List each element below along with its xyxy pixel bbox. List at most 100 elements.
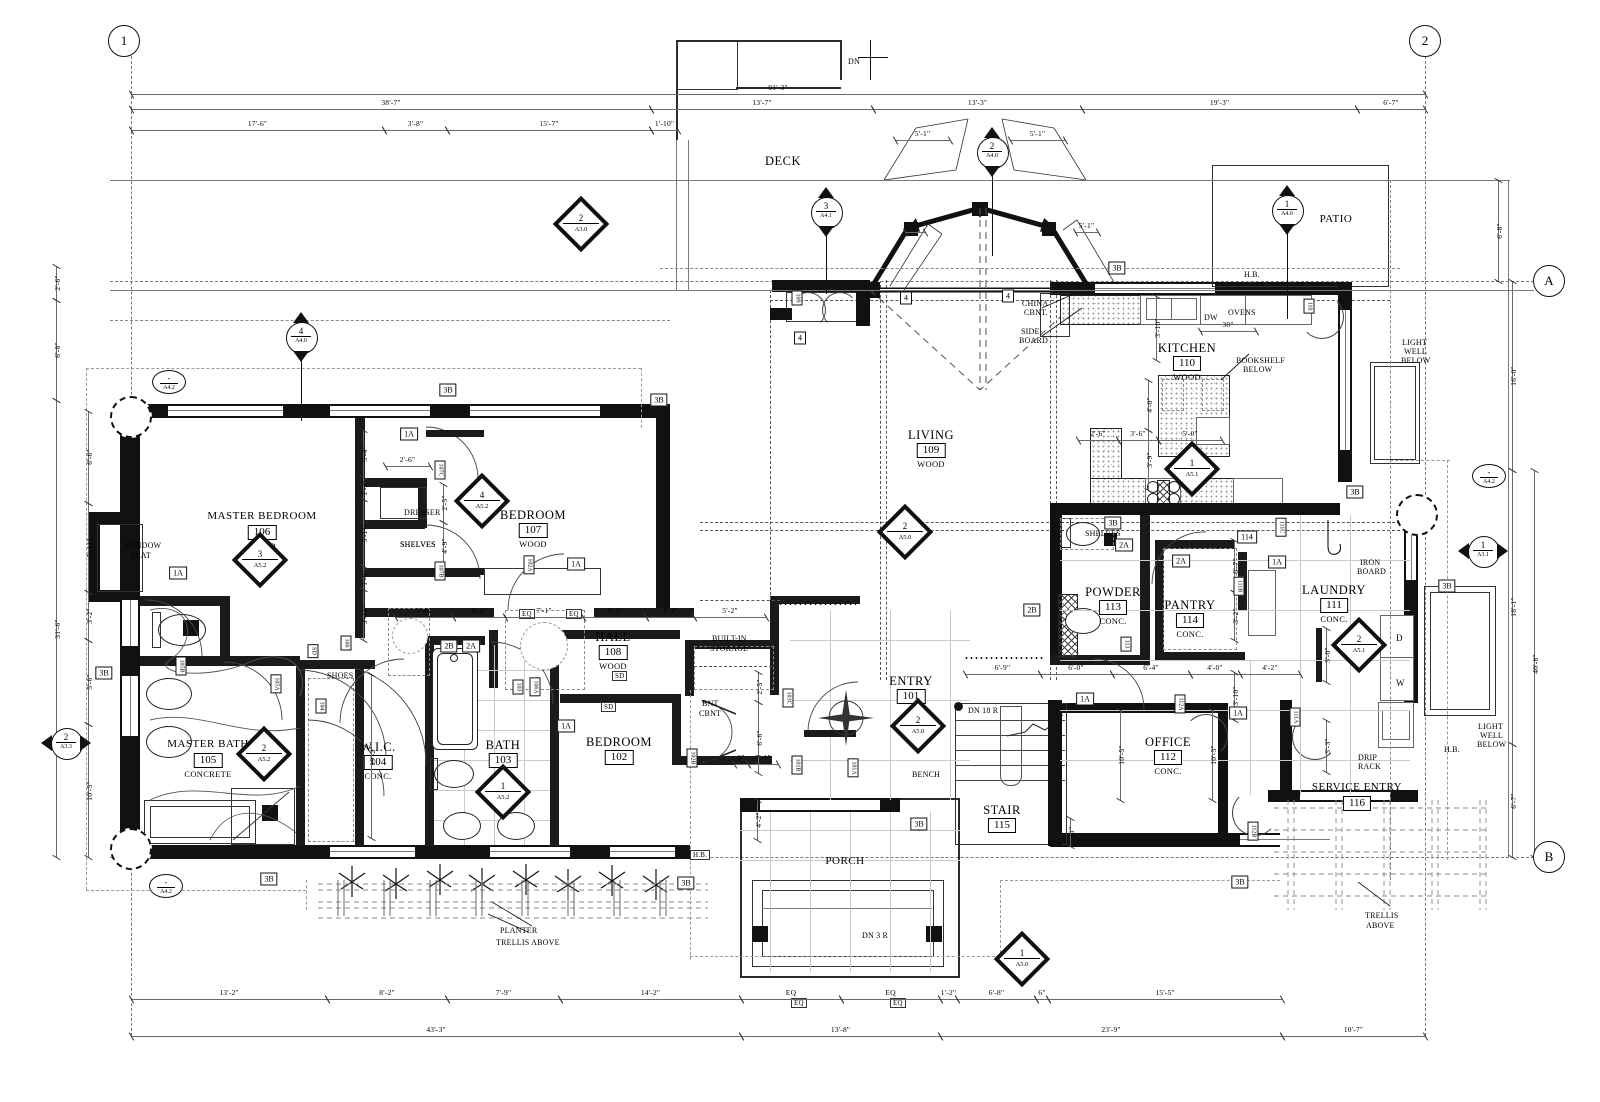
detail-bubble-a4-2-2[interactable]: -A4.2	[149, 874, 183, 898]
dimension-text-13-8-bot_row2-1: 13'-8"	[830, 1025, 851, 1034]
window-tag-3b-3[interactable]: 3B	[1346, 485, 1364, 499]
detail-bubble-a4-2-1[interactable]: -A4.2	[1472, 464, 1506, 488]
cabinet	[1248, 570, 1276, 636]
door-tag-101b-10[interactable]: 101B	[791, 755, 803, 775]
window-tag-3b-1[interactable]: 3B	[650, 393, 668, 407]
door-tag-111b-15[interactable]: 111B	[1233, 576, 1245, 596]
door-tag-105b-0[interactable]: 105B	[175, 656, 187, 676]
window-tag-1a-16[interactable]: 1A	[1229, 706, 1247, 720]
window-tag-2b-20[interactable]: 2B	[1023, 603, 1041, 617]
entry-door-panel	[804, 730, 856, 737]
window-tag-4-23[interactable]: 4	[900, 291, 912, 305]
note-eq-3: EQ	[566, 609, 582, 619]
wall-wic-w	[296, 666, 305, 846]
window-tag-2b-18[interactable]: 2B	[440, 639, 458, 653]
dimension-line	[1326, 628, 1327, 682]
wall-office-s	[1050, 833, 1280, 847]
door-tag-102a-8[interactable]: 102A	[523, 555, 535, 575]
dimension-line	[385, 466, 430, 467]
door-tag-111a-17[interactable]: 111A	[1289, 707, 1301, 727]
window-tag-3b-26[interactable]: 3B	[1104, 516, 1122, 530]
window-tag-1a-12[interactable]: 1A	[169, 566, 187, 580]
dimension-line	[1148, 430, 1149, 490]
door-tag-109-20[interactable]: 109	[791, 290, 803, 306]
detail-bubble-sheet: A4.2	[1480, 477, 1498, 486]
door-tag-103-4[interactable]: 103	[512, 679, 524, 695]
door-tag-106a-5[interactable]: 106A	[529, 677, 541, 697]
window-glass	[1411, 520, 1412, 580]
room-number-115: 115	[987, 818, 1017, 833]
detail-bubble-a4-2-0[interactable]: -A4.2	[152, 370, 186, 394]
annotation-rack: RACK	[1358, 762, 1382, 771]
wall-entry-w	[770, 600, 779, 695]
dimension-line	[443, 484, 444, 522]
wall-bedroom102-s	[672, 756, 772, 765]
door-tag-104-2[interactable]: 104	[315, 698, 327, 714]
window-tag-3b-5[interactable]: 3B	[95, 666, 113, 680]
window-tag-3b-8[interactable]: 3B	[910, 817, 928, 831]
door-tag-102b-9[interactable]: 102B	[686, 748, 698, 768]
window-tag-3b-0[interactable]: 3B	[439, 383, 457, 397]
dimension-text-eq-bot_row1-5: EQ	[885, 988, 896, 997]
window-tag-1a-10[interactable]: 1A	[400, 427, 418, 441]
window-tag-3b-6[interactable]: 3B	[260, 872, 278, 886]
door-tag-106-3[interactable]: 106	[340, 635, 352, 651]
porch-s	[740, 976, 960, 978]
bay-right-wing	[1055, 200, 1125, 291]
door-tag-101c-11[interactable]: 101C	[782, 688, 794, 708]
window-tag-2a-17[interactable]: 2A	[462, 639, 480, 653]
dn-leader-v	[870, 40, 871, 80]
appliance-label-d-0: D	[1396, 633, 1403, 643]
window-tag-1a-15[interactable]: 1A	[1076, 692, 1094, 706]
note-h-b-6: H.B.	[690, 850, 711, 860]
bay-wall-bot	[88, 590, 122, 602]
door-tag-113-13[interactable]: 113	[1120, 636, 1132, 652]
dimension-line	[131, 1036, 741, 1037]
window-tag-2a-21[interactable]: 2A	[1172, 554, 1190, 568]
window-tag-4-24[interactable]: 4	[1002, 289, 1014, 303]
window-tag-1a-14[interactable]: 1A	[1268, 555, 1286, 569]
counter-end	[1233, 478, 1283, 507]
wall-living-nw	[772, 280, 862, 292]
window-tag-4-22[interactable]: 4	[794, 331, 806, 345]
window-tag-1a-11[interactable]: 1A	[567, 557, 585, 571]
window-tag-2a-19[interactable]: 2A	[1115, 538, 1133, 552]
door-tag-107c-6[interactable]: 107C	[434, 460, 446, 480]
note-eq-4: EQ	[791, 998, 807, 1008]
dimension-line	[88, 724, 89, 857]
window-tag-3b-2[interactable]: 3B	[1108, 261, 1126, 275]
annotation-dw: DW	[1204, 313, 1218, 322]
window-tag-3b-4[interactable]: 3B	[1438, 579, 1456, 593]
tile	[830, 610, 831, 800]
door-tag-sd-21[interactable]: SD	[307, 644, 319, 658]
door-tag-111c-14[interactable]: 111C	[1275, 517, 1287, 537]
door-tag-110-19[interactable]: 110	[1303, 298, 1315, 314]
door-tag-112b-18[interactable]: 112B	[1247, 821, 1259, 841]
detail-bubble-number: -	[1487, 468, 1491, 477]
door-tag-112a-16[interactable]: 112A	[1174, 694, 1186, 714]
door-tag-101a-12[interactable]: 101A	[847, 758, 859, 778]
window-tag-1a-13[interactable]: 1A	[557, 719, 575, 733]
window-glass	[130, 600, 131, 646]
north-arrow	[818, 690, 874, 746]
window-tag-114-25[interactable]: 114	[1237, 530, 1257, 544]
door-tag-105a-1[interactable]: 105A	[270, 674, 282, 694]
interior-dimension-19-2-14: 19'-2"	[368, 746, 377, 766]
door-tag-107b-7[interactable]: 107B	[434, 561, 446, 581]
window-tag-3b-7[interactable]: 3B	[677, 876, 695, 890]
detail-diamond-number: 4	[464, 491, 500, 501]
ref-line2	[110, 180, 1510, 181]
dimension-text-7-9-bot_row1-2: 7'-9"	[495, 988, 512, 997]
window-tag-3b-9[interactable]: 3B	[1231, 875, 1249, 889]
dimension-line	[131, 109, 651, 110]
dimension-line	[505, 617, 583, 618]
dn-leader	[858, 57, 888, 58]
dimension-line	[940, 1036, 1282, 1037]
